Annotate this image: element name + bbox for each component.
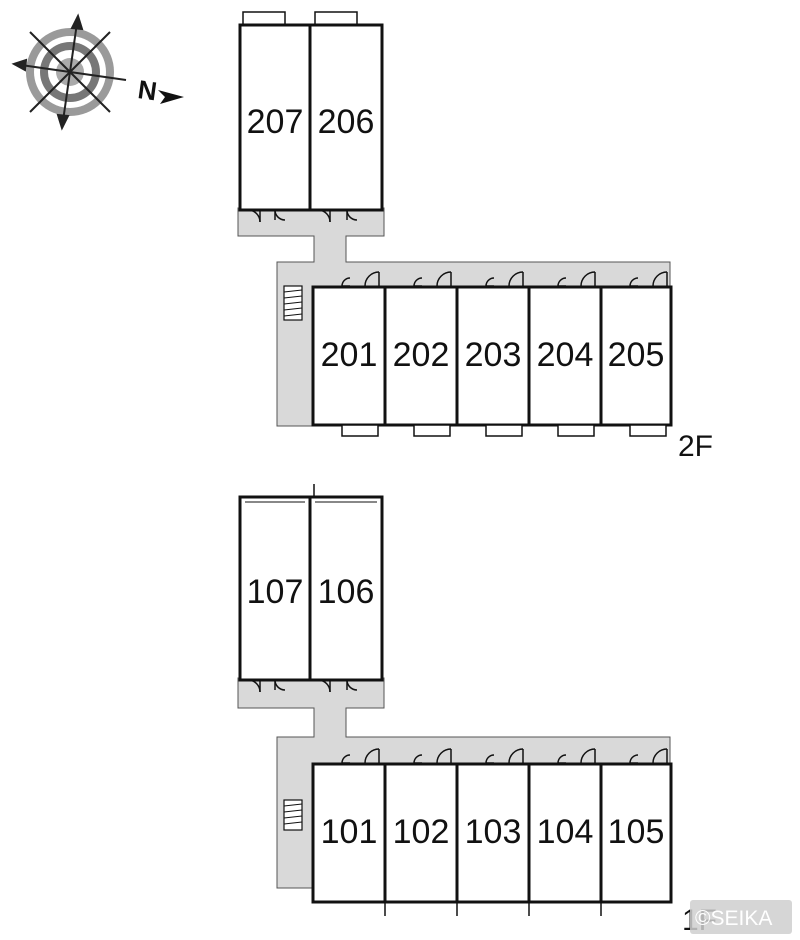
stairs-icon [283, 285, 303, 321]
unit-label-207: 207 [247, 103, 304, 141]
unit-label-205: 205 [608, 336, 665, 374]
floor-label-2f: 2F [678, 430, 713, 463]
unit-202 [383, 285, 459, 427]
door-icon [341, 271, 668, 287]
door-icon [247, 209, 358, 223]
compass-rose-icon: N [11, 13, 184, 131]
watermark: ©SEIKA [690, 900, 792, 934]
unit-206 [308, 23, 384, 212]
unit-label-102: 102 [393, 813, 450, 851]
door-icon [341, 748, 668, 764]
unit-label-203: 203 [465, 336, 522, 374]
unit-106 [308, 495, 384, 682]
unit-label-204: 204 [537, 336, 594, 374]
unit-label-201: 201 [321, 336, 378, 374]
unit-label-105: 105 [608, 813, 665, 851]
unit-104 [527, 762, 603, 904]
unit-203 [455, 285, 531, 427]
unit-107 [238, 495, 312, 682]
unit-label-202: 202 [393, 336, 450, 374]
balcony [341, 424, 379, 437]
unit-label-104: 104 [537, 813, 594, 851]
compass-north-label: N [136, 74, 159, 106]
unit-label-206: 206 [318, 103, 375, 141]
balcony [242, 11, 286, 26]
floor-1f: 107 106 101 102 103 104 105 [237, 484, 717, 937]
unit-label-103: 103 [465, 813, 522, 851]
balcony [485, 424, 523, 437]
unit-label-101: 101 [321, 813, 378, 851]
unit-105 [599, 762, 673, 904]
balcony [314, 11, 358, 26]
balcony [629, 424, 667, 437]
floor-2f: 207 206 201 202 203 204 205 [237, 11, 713, 463]
balcony [413, 424, 451, 437]
balcony [557, 424, 595, 437]
unit-label-107: 107 [247, 573, 304, 611]
north-arrow-icon [158, 90, 184, 104]
unit-102 [383, 762, 459, 904]
unit-103 [455, 762, 531, 904]
unit-204 [527, 285, 603, 427]
unit-label-106: 106 [318, 573, 375, 611]
watermark-text: ©SEIKA [695, 907, 772, 930]
stairs-icon [283, 799, 303, 831]
door-icon [247, 679, 358, 693]
